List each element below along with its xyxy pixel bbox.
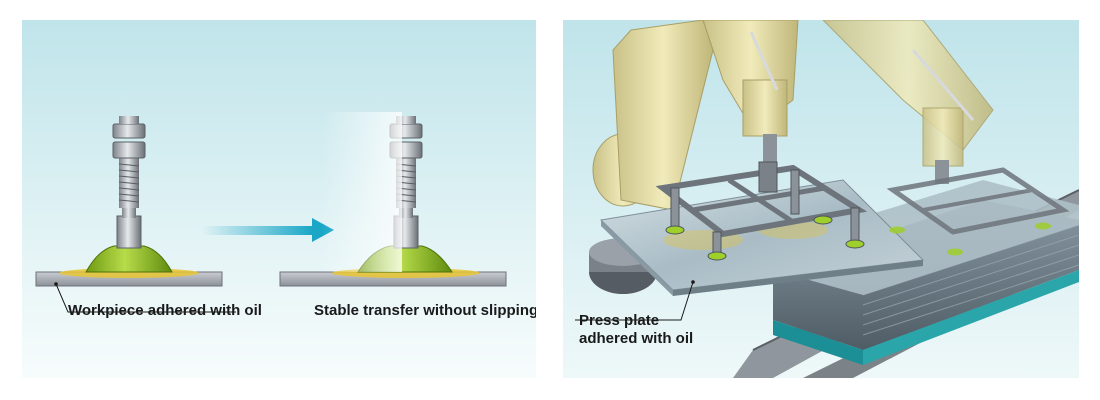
suction-cup-static bbox=[35, 116, 223, 287]
leader-line-oil bbox=[55, 283, 236, 313]
gripper-frame-background bbox=[886, 167, 1070, 256]
suction-pad bbox=[85, 245, 173, 273]
caption-press-plate-line2: adhered with oil bbox=[579, 330, 694, 347]
caption-stable-transfer: Stable transfer without slipping bbox=[314, 302, 536, 319]
leader-line-press-plate bbox=[575, 281, 694, 321]
left-panel: Workpiece adhered with oil Stable transf… bbox=[22, 20, 536, 378]
suction-cup-moving bbox=[279, 112, 507, 287]
left-illustration bbox=[22, 20, 536, 378]
caption-workpiece-oil: Workpiece adhered with oil bbox=[68, 302, 262, 319]
right-illustration bbox=[563, 20, 1079, 378]
right-panel: Press plate adhered with oil bbox=[563, 20, 1079, 378]
robot-arm bbox=[589, 20, 994, 294]
caption-press-plate: Press plate adhered with oil bbox=[579, 312, 693, 348]
left-background bbox=[22, 20, 536, 378]
gripper-frame bbox=[655, 161, 868, 261]
press-plate-lifted bbox=[599, 179, 925, 296]
motion-blur bbox=[322, 112, 402, 272]
caption-press-plate-line1: Press plate bbox=[579, 312, 660, 329]
